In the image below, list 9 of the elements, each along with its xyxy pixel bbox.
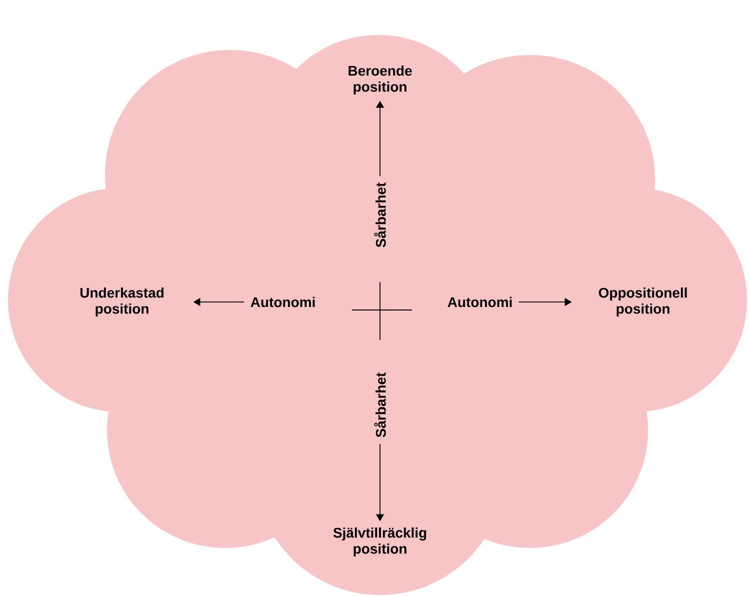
position-label: Självtillräcklig position	[333, 527, 426, 556]
axis-label: Sårbarhet	[374, 182, 386, 248]
position-label: Oppositionell position	[598, 287, 687, 316]
cloud	[8, 35, 747, 595]
position-label: Underkastad position	[80, 287, 164, 316]
position-label: Beroende position	[348, 65, 412, 94]
axis-label: Autonomi	[448, 296, 512, 308]
axis-label: Autonomi	[250, 296, 315, 308]
axis-label: Sårbarhet	[374, 372, 386, 438]
